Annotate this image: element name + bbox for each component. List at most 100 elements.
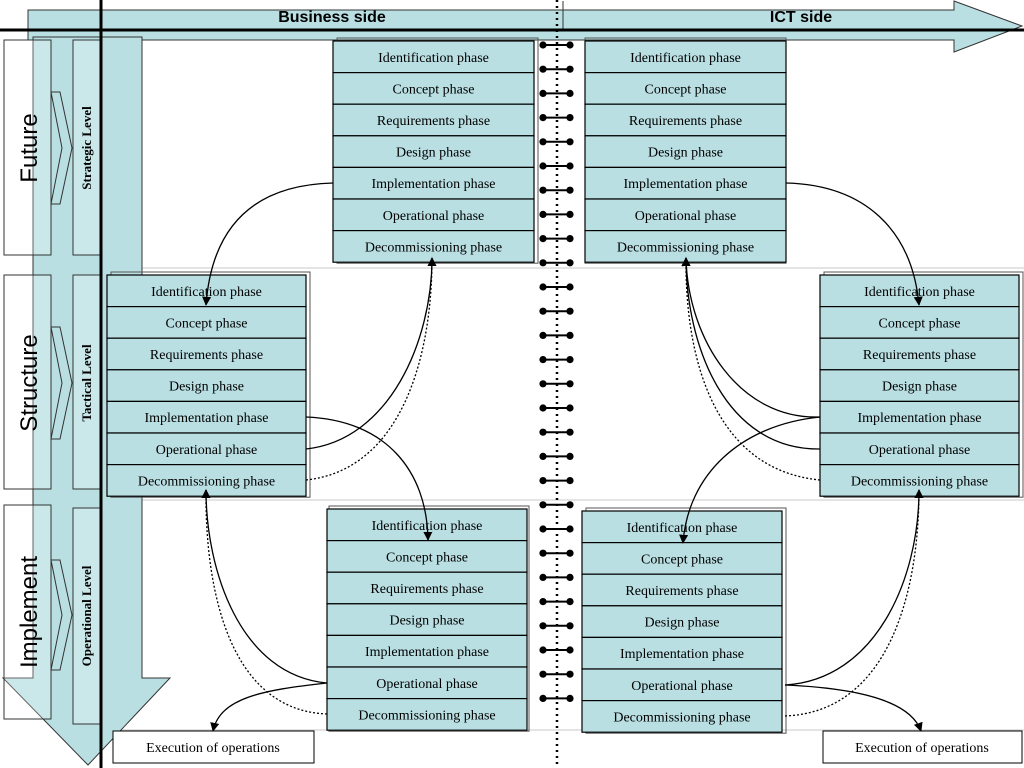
level-label-tactical: Tactical Level <box>79 344 94 422</box>
connector-dot <box>566 331 574 339</box>
row-structure: Structure Tactical Level <box>3 274 101 490</box>
connector-dot <box>566 670 574 678</box>
arrow-operational-op-to-tactical-ict <box>784 489 924 686</box>
connector-dot <box>539 380 547 388</box>
phase-label: Design phase <box>644 616 719 631</box>
connector-dot <box>566 65 574 73</box>
row-label-structure: Structure <box>16 334 43 431</box>
arrow-operational-to-execution-ict <box>784 684 923 732</box>
connector-dot <box>539 622 547 630</box>
phase-label: Concept phase <box>165 316 247 331</box>
connector-dot <box>539 598 547 606</box>
phase-label: Implementation phase <box>365 645 489 660</box>
row-implement: Implement Operational Level <box>3 504 101 725</box>
phase-label: Concept phase <box>644 82 726 97</box>
connector-dot <box>539 573 547 582</box>
connector-dot <box>539 41 547 49</box>
connector-dot <box>539 186 547 194</box>
phase-box <box>326 603 528 636</box>
arrow-tactical-op-to-strategic-business <box>305 257 437 450</box>
connector-dot <box>539 694 547 703</box>
vertical-flow-arrow <box>1 36 172 766</box>
phase-label: Decommissioning phase <box>613 710 750 725</box>
connector-dot <box>539 138 547 146</box>
connector-dot <box>566 646 574 654</box>
connector-dot <box>566 622 574 630</box>
phase-label: Operational phase <box>376 677 477 692</box>
connector-dot <box>566 501 574 509</box>
phase-label: Requirements phase <box>377 114 490 129</box>
execution-label-business: Execution of operations <box>146 741 280 756</box>
connector-dot <box>539 428 547 436</box>
connector-dot <box>566 162 574 170</box>
phase-label: Operational phase <box>156 443 257 458</box>
connector-dot <box>539 162 547 170</box>
connector-dot <box>539 477 547 485</box>
phase-label: Identification phase <box>151 285 262 300</box>
phase-label: Decommissioning phase <box>365 240 502 255</box>
connector-dot <box>539 670 547 678</box>
execution-box-business <box>112 730 315 764</box>
connector-dot <box>566 428 574 436</box>
phase-box <box>326 697 528 731</box>
level-label-operational: Operational Level <box>79 565 94 666</box>
chevron-right-icon <box>50 326 73 440</box>
alignment-connectors <box>539 41 574 703</box>
connector-dot <box>566 549 574 557</box>
connector-dot <box>566 477 574 485</box>
arrow-operational-op-to-tactical-business <box>201 489 328 684</box>
phase-box <box>332 71 535 105</box>
connector-dot <box>566 41 574 49</box>
arrow-operational-to-execution-business <box>210 682 328 732</box>
phase-label: Identification phase <box>378 51 489 66</box>
phase-label: Design phase <box>882 380 957 395</box>
connector-dot <box>566 283 574 291</box>
phase-label: Implementation phase <box>623 177 747 192</box>
connector-dot <box>566 573 574 582</box>
row-label-future: Future <box>16 113 43 182</box>
arrow-tactical-op-to-strategic-ict <box>681 257 821 450</box>
connector-dot <box>539 210 547 218</box>
connector-dot <box>566 89 574 97</box>
phase-label: Requirements phase <box>625 584 738 599</box>
phase-label: Implementation phase <box>371 177 495 192</box>
connector-dot <box>566 525 574 533</box>
arrow-tactical-to-operational-business <box>305 416 433 541</box>
phase-label: Design phase <box>389 614 464 629</box>
chevron-right-icon <box>50 91 73 205</box>
phase-label: Identification phase <box>630 51 741 66</box>
connector-dot <box>539 114 547 122</box>
arrow-tactical-impl-to-strategic-ict <box>681 257 821 418</box>
connector-dot <box>566 452 574 460</box>
phase-box <box>584 103 787 137</box>
phase-label: Implementation phase <box>857 411 981 426</box>
chevron-right-icon <box>50 559 73 671</box>
connector-dot <box>539 356 547 364</box>
phase-label: Operational phase <box>631 679 732 694</box>
connector-dot <box>566 138 574 146</box>
phase-label: Decommissioning phase <box>138 474 275 489</box>
arrow-strategic-to-tactical-ict <box>785 182 923 306</box>
phase-label: Design phase <box>648 146 723 161</box>
phase-box <box>326 571 528 605</box>
phase-box <box>332 198 535 232</box>
flow-arrows <box>201 182 924 732</box>
phase-box <box>584 230 787 263</box>
arrow-tactical-decom-to-strategic-ict <box>681 257 821 481</box>
phase-label: Requirements phase <box>863 348 976 363</box>
phase-box <box>332 230 535 263</box>
phase-label: Operational phase <box>383 209 484 224</box>
connector-dot <box>566 186 574 194</box>
phase-label: Implementation phase <box>144 411 268 426</box>
connector-dot <box>566 694 574 703</box>
phase-label: Design phase <box>169 380 244 395</box>
phase-label: Operational phase <box>635 209 736 224</box>
phase-label: Identification phase <box>864 285 975 300</box>
connector-dot <box>539 331 547 339</box>
connector-dot <box>539 501 547 509</box>
phase-label: Concept phase <box>392 82 474 97</box>
phase-box <box>332 40 535 74</box>
